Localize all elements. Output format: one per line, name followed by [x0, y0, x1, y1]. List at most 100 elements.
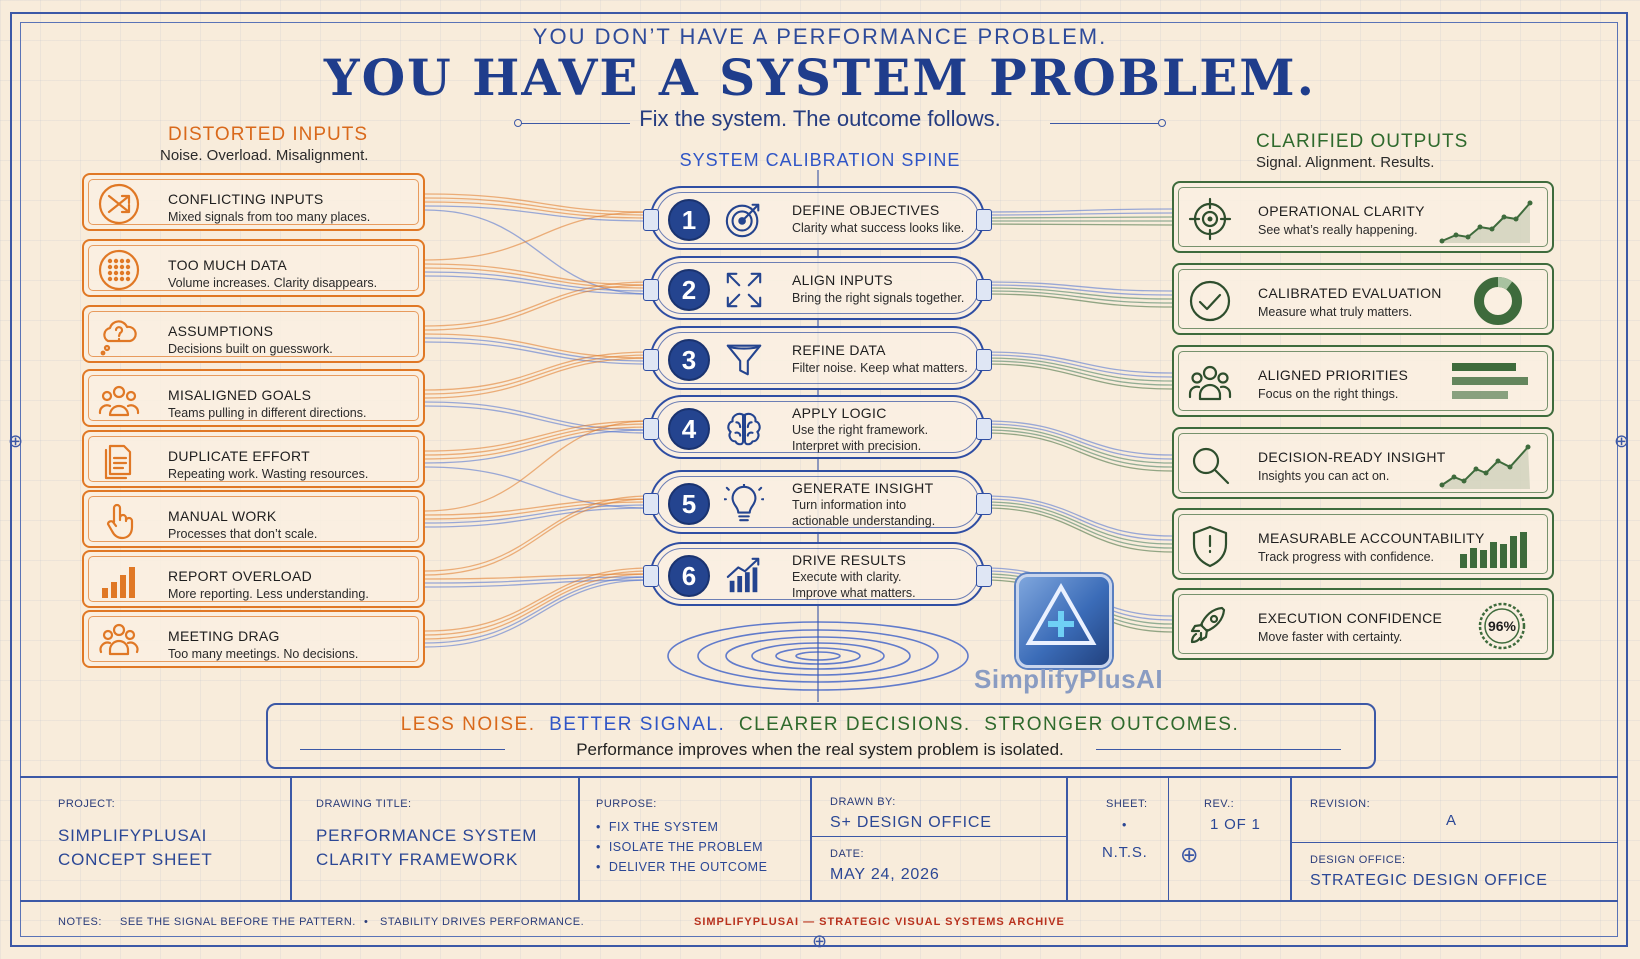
- flow-line: [424, 420, 651, 452]
- sheet-marker: •: [1122, 818, 1127, 832]
- crosshair-icon: ⊕: [1180, 842, 1199, 867]
- brain-icon: [724, 409, 764, 449]
- tagline-decisions: CLEARER DECISIONS.: [738, 714, 971, 735]
- divider: [20, 900, 1618, 902]
- inputs-heading: DISTORTED INPUTS: [168, 124, 369, 145]
- flow-line: [984, 504, 1173, 549]
- step-desc-line: Turn information into: [792, 498, 907, 512]
- registration-mark-left: ⊕: [8, 431, 24, 451]
- team-icon: [98, 379, 140, 421]
- flow-line: [984, 212, 1173, 216]
- lightbulb-icon: [722, 482, 766, 524]
- divider: [578, 778, 580, 900]
- flow-line: [424, 201, 651, 219]
- step-desc-line: Improve what matters.: [792, 586, 916, 600]
- progress-bars: [1438, 520, 1538, 572]
- inner-frame: [20, 22, 1618, 937]
- flow-line: [984, 507, 1173, 553]
- spine-heading: SYSTEM CALIBRATION SPINE: [679, 150, 961, 170]
- step-connector-right: [976, 279, 992, 301]
- step-title: REFINE DATA: [792, 342, 886, 358]
- output-card-title: MEASURABLE ACCOUNTABILITY: [1258, 530, 1485, 546]
- output-card-desc: Move faster with certainty.: [1258, 630, 1403, 644]
- step-title: GENERATE INSIGHT: [792, 480, 934, 496]
- flow-line: [424, 211, 651, 261]
- drawing-title-line-2: CLARITY FRAMEWORK: [316, 850, 519, 869]
- step-title: DRIVE RESULTS: [792, 552, 907, 568]
- flow-line: [424, 498, 651, 576]
- divider: [810, 836, 1066, 837]
- flow-line: [984, 223, 1173, 226]
- registration-mark-bottom: ⊕: [812, 931, 828, 951]
- flow-line: [984, 501, 1173, 545]
- step-desc: Clarity what success looks like.: [792, 220, 964, 236]
- step-number: 3: [668, 339, 710, 381]
- input-card-title: ASSUMPTIONS: [168, 323, 274, 339]
- step-desc-line: Bring the right signals together.: [792, 291, 965, 305]
- step-title: DEFINE OBJECTIVES: [792, 202, 940, 218]
- step-desc-line: Use the right framework.: [792, 423, 929, 437]
- flow-line: [984, 354, 1173, 378]
- step-connector-right: [976, 209, 992, 231]
- subtitle-rule-right-dot: [1158, 119, 1166, 127]
- subtitle-rule-left-dot: [514, 119, 522, 127]
- shield-icon: [1188, 524, 1232, 568]
- summary-rule-left: [300, 749, 505, 750]
- documents-icon: [98, 440, 140, 482]
- crosshair-icon: [1188, 197, 1232, 241]
- sheet-label: SHEET:: [1106, 798, 1148, 810]
- step-number: 4: [668, 408, 710, 450]
- revision-label: REVISION:: [1310, 798, 1371, 810]
- flow-line: [984, 293, 1173, 308]
- step-connector-right: [976, 418, 992, 440]
- flow-line: [984, 281, 1173, 292]
- card-inner-border: [88, 496, 419, 542]
- input-card-desc: Mixed signals from too many places.: [168, 210, 371, 224]
- drawing-title-label: DRAWING TITLE:: [316, 798, 412, 810]
- flow-line: [984, 351, 1173, 374]
- expand-arrows-icon: [724, 270, 764, 310]
- priority-bars: [1438, 357, 1538, 409]
- subtitle-rule-right: [1050, 123, 1160, 124]
- spine-step: 5 GENERATE INSIGHT Turn information into ac…: [643, 470, 992, 534]
- outputs-subheading: Signal. Alignment. Results.: [1256, 154, 1435, 171]
- revision-value: A: [1446, 812, 1457, 829]
- output-card-title: OPERATIONAL CLARITY: [1258, 203, 1425, 219]
- divider: [1066, 778, 1068, 900]
- step-number: 5: [668, 483, 710, 525]
- flow-line: [424, 429, 651, 464]
- project-line-1: SIMPLIFYPLUSAI: [58, 826, 208, 845]
- design-office-value: STRATEGIC DESIGN OFFICE: [1310, 872, 1548, 889]
- rev-value: 1 OF 1: [1210, 816, 1261, 833]
- ripple-ring: [697, 629, 939, 683]
- flow-line: [424, 284, 651, 331]
- step-desc-line: actionable understanding.: [792, 514, 936, 528]
- output-card-desc: Measure what truly matters.: [1258, 305, 1413, 319]
- triangle-plus-icon: [1025, 582, 1097, 645]
- ripple-ring: [725, 636, 911, 676]
- purpose-item: • DELIVER THE OUTCOME: [596, 860, 768, 874]
- step-connector-left: [643, 418, 659, 440]
- flow-line: [424, 275, 651, 295]
- input-card-title: DUPLICATE EFFORT: [168, 448, 310, 464]
- drawing-title-line-1: PERFORMANCE SYSTEM: [316, 826, 538, 845]
- drawn-by-label: DRAWN BY:: [830, 796, 896, 808]
- flow-line: [424, 426, 651, 460]
- step-connector-right: [976, 493, 992, 515]
- ripple-ring: [667, 621, 969, 691]
- card-inner-border: [88, 375, 419, 421]
- ripple-ring: [775, 647, 861, 665]
- note-separator: •: [364, 916, 369, 928]
- funnel-icon: [724, 340, 764, 380]
- page-subtitle: Fix the system. The outcome follows.: [639, 106, 1001, 131]
- step-title: ALIGN INPUTS: [792, 272, 893, 288]
- flow-line: [984, 363, 1173, 390]
- step-desc-line: Execute with clarity.: [792, 570, 902, 584]
- flow-line: [984, 426, 1173, 464]
- flow-line: [424, 570, 651, 636]
